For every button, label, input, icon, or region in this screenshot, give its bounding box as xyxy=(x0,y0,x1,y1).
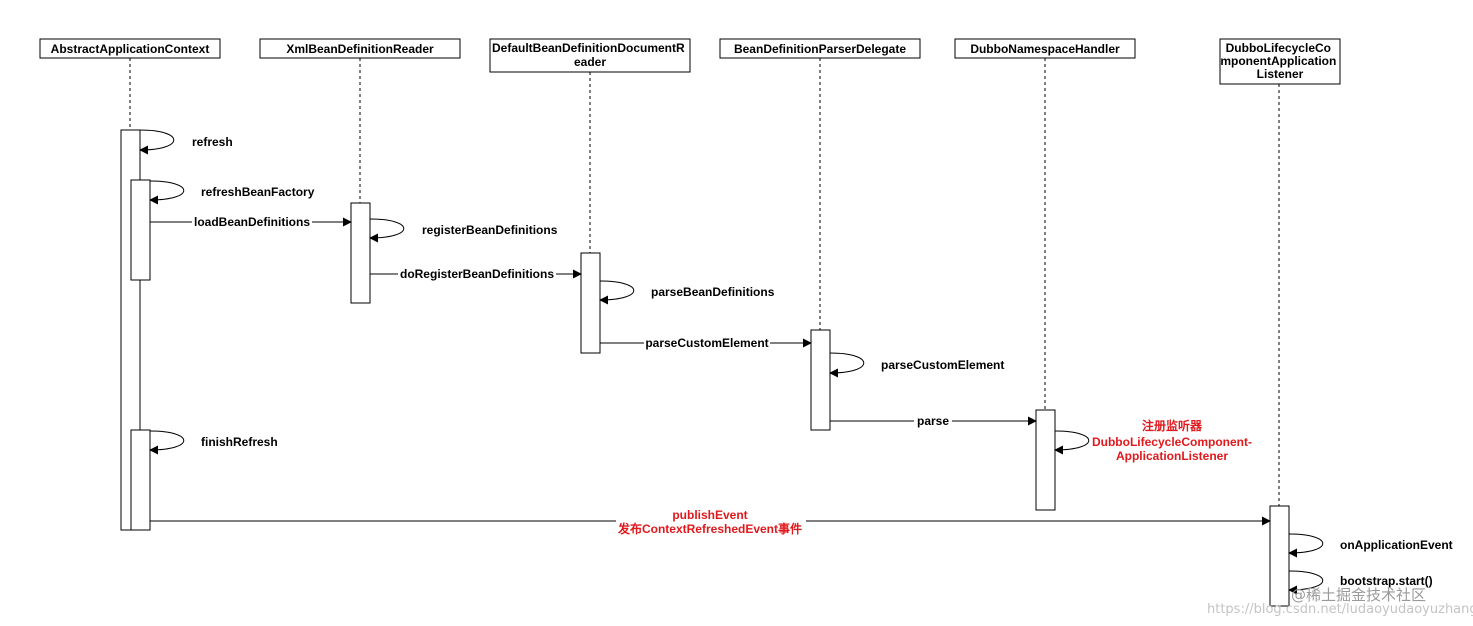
self-call-arrow-parse-bean-definitions xyxy=(599,280,634,305)
participant-label-line: eader xyxy=(574,55,606,69)
activations xyxy=(120,129,1290,607)
note-line: 注册监听器 xyxy=(1142,418,1203,433)
participant-label-bean-definition-parser-delegate: BeanDefinitionParserDelegate xyxy=(734,42,906,56)
self-calls xyxy=(139,129,1323,595)
message-label-parse-custom-element-call: parseCustomElement xyxy=(645,336,768,350)
call-arrows xyxy=(150,217,1271,526)
participant-label-line: mponentApplication xyxy=(1220,54,1336,68)
participant-label-dubbo-lifecycle-listener: DubboLifecycleCo mponentApplication List… xyxy=(1220,41,1339,81)
label-bg xyxy=(616,508,806,536)
watermark: https://blog.csdn.net/ludaoyudaoyuzhang … xyxy=(1207,586,1473,617)
message-label-refresh: refresh xyxy=(192,135,233,149)
participant-box-abstract-application-context[interactable] xyxy=(39,38,221,59)
activation-abstract-application-context-refresh-bean-factory[interactable] xyxy=(130,179,151,281)
watermark-brand: @稀土掘金技术社区 xyxy=(1291,586,1426,604)
message-label-bootstrap-start: bootstrap.start() xyxy=(1340,574,1433,588)
participant-label-dubbo-namespace-handler: DubboNamespaceHandler xyxy=(970,42,1120,56)
message-label-publish-event: publishEvent xyxy=(672,508,747,522)
message-label-publish-event-desc: 发布ContextRefreshedEvent事件 xyxy=(617,521,802,536)
self-call-arrow-register-bean-definitions xyxy=(369,218,404,243)
participant-label-line: DubboLifecycleCo xyxy=(1226,41,1331,55)
message-label-do-register-bean-definitions: doRegisterBeanDefinitions xyxy=(400,267,554,281)
participant-box-bean-definition-parser-delegate[interactable] xyxy=(719,38,921,59)
message-label-finish-refresh: finishRefresh xyxy=(201,435,278,449)
watermark-url: https://blog.csdn.net/ludaoyudaoyuzhang xyxy=(1207,602,1473,617)
participant-label-line: DefaultBeanDefinitionDocumentR xyxy=(492,41,685,55)
self-call-arrow-register-listener xyxy=(1054,430,1089,455)
message-label-refresh-bean-factory: refreshBeanFactory xyxy=(201,185,315,199)
participant-label-abstract-application-context: AbstractApplicationContext xyxy=(51,42,210,56)
message-label-parse: parse xyxy=(917,414,949,428)
participant-box-dubbo-namespace-handler[interactable] xyxy=(954,38,1136,59)
self-call-arrow-finish-refresh xyxy=(149,430,184,455)
note-line: ApplicationListener xyxy=(1116,449,1228,463)
message-label-parse-custom-element-self: parseCustomElement xyxy=(881,358,1004,372)
message-label-on-application-event: onApplicationEvent xyxy=(1340,538,1453,552)
activation-dubbo-lifecycle-listener[interactable] xyxy=(1269,505,1290,607)
arrow-labels: loadBeanDefinitions doRegisterBeanDefini… xyxy=(192,214,952,536)
participant-label-line: DubboNamespaceHandler xyxy=(970,42,1120,56)
activation-default-bean-definition-document-reader[interactable] xyxy=(580,252,601,354)
label-bg xyxy=(192,214,312,230)
message-label-parse-bean-definitions: parseBeanDefinitions xyxy=(651,285,775,299)
label-bg xyxy=(914,413,952,429)
self-call-arrow-on-application-event xyxy=(1288,533,1323,558)
self-call-arrow-refresh xyxy=(139,129,174,155)
participant-label-line: Listener xyxy=(1257,67,1304,81)
message-label-load-bean-definitions: loadBeanDefinitions xyxy=(194,215,310,229)
label-bg xyxy=(644,335,770,351)
participant-box-default-bean-definition-document-reader[interactable] xyxy=(489,38,691,73)
lifelines xyxy=(129,58,1280,506)
participant-labels: AbstractApplicationContext XmlBeanDefini… xyxy=(51,41,1339,81)
self-call-arrow-bootstrap-start xyxy=(1288,570,1323,595)
participant-label-line: BeanDefinitionParserDelegate xyxy=(734,42,906,56)
participant-label-line: AbstractApplicationContext xyxy=(51,42,210,56)
label-bg xyxy=(398,266,556,282)
activation-xml-bean-definition-reader[interactable] xyxy=(350,202,371,304)
participant-box-dubbo-lifecycle-listener[interactable] xyxy=(1219,38,1341,85)
activation-abstract-application-context-finish-refresh[interactable] xyxy=(130,429,151,531)
participant-label-line: XmlBeanDefinitionReader xyxy=(286,42,434,56)
participants xyxy=(39,38,1341,85)
participant-label-default-bean-definition-document-reader: DefaultBeanDefinitionDocumentR eader xyxy=(492,41,688,69)
note-line: DubboLifecycleComponent- xyxy=(1092,435,1252,449)
activation-bean-definition-parser-delegate[interactable] xyxy=(810,329,831,431)
note-register-listener: 注册监听器 DubboLifecycleComponent- Applicati… xyxy=(1092,418,1252,463)
activation-dubbo-namespace-handler[interactable] xyxy=(1035,409,1056,511)
message-labels: refresh refreshBeanFactory registerBeanD… xyxy=(192,135,1453,588)
participant-label-xml-bean-definition-reader: XmlBeanDefinitionReader xyxy=(286,42,434,56)
message-label-register-bean-definitions: registerBeanDefinitions xyxy=(422,223,558,237)
participant-box-xml-bean-definition-reader[interactable] xyxy=(259,38,461,59)
self-call-arrow-parse-custom-element xyxy=(829,352,864,378)
self-call-arrow-refresh-bean-factory xyxy=(149,180,184,205)
